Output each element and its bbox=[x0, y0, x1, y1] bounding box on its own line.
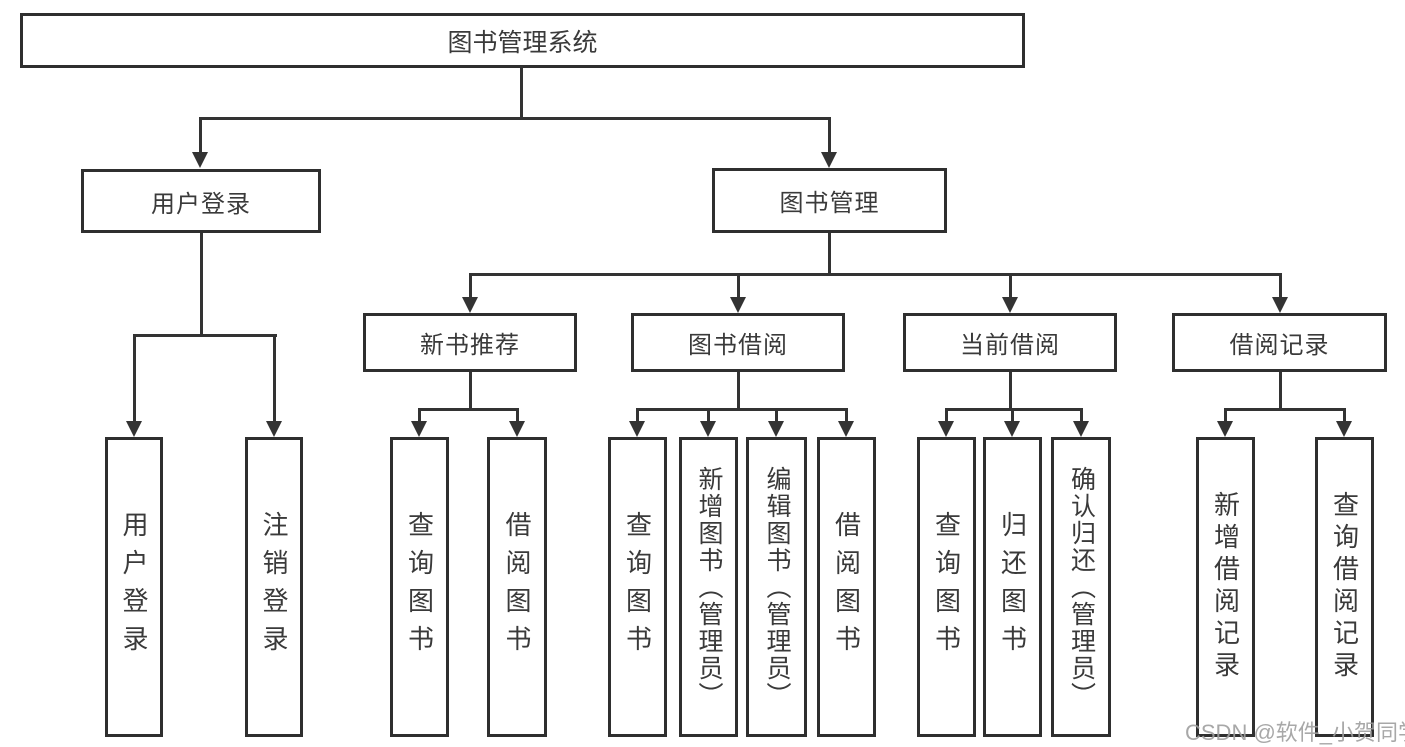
connector-line bbox=[1009, 372, 1012, 411]
connector-line bbox=[273, 334, 276, 423]
node-label: 新书推荐 bbox=[420, 332, 520, 359]
node-label: 查询图书 bbox=[931, 511, 962, 663]
arrowhead-down-icon bbox=[938, 421, 954, 437]
node-query-books-current: 查询图书 bbox=[917, 437, 976, 737]
connector-line bbox=[828, 117, 831, 154]
node-label: 图书借阅 bbox=[688, 332, 788, 359]
connector-line bbox=[133, 334, 136, 423]
connector-line bbox=[945, 408, 948, 423]
connector-line bbox=[775, 408, 778, 423]
node-return-books: 归还图书 bbox=[983, 437, 1042, 737]
node-label: 编辑图书（管理员） bbox=[763, 465, 791, 709]
arrowhead-down-icon bbox=[1272, 297, 1288, 313]
arrowhead-down-icon bbox=[126, 421, 142, 437]
connector-line bbox=[636, 408, 848, 411]
connector-line bbox=[199, 117, 202, 154]
arrowhead-down-icon bbox=[411, 421, 427, 437]
connector-line bbox=[737, 273, 740, 299]
node-label: 借阅记录 bbox=[1229, 332, 1330, 359]
node-book-borrowing: 图书借阅 bbox=[631, 313, 845, 372]
node-label: 借阅图书 bbox=[831, 511, 862, 663]
node-add-borrow-record: 新增借阅记录 bbox=[1196, 437, 1255, 737]
node-query-books-borrowing: 查询图书 bbox=[608, 437, 667, 737]
node-logout: 注销登录 bbox=[245, 437, 303, 737]
node-label: 新增借阅记录 bbox=[1210, 491, 1241, 683]
arrowhead-down-icon bbox=[768, 421, 784, 437]
node-query-borrow-record: 查询借阅记录 bbox=[1315, 437, 1374, 737]
arrowhead-down-icon bbox=[629, 421, 645, 437]
node-confirm-return-admin: 确认归还（管理员） bbox=[1051, 437, 1111, 737]
node-new-book-recommend: 新书推荐 bbox=[363, 313, 577, 372]
csdn-watermark: CSDN @软件_小贺同学 bbox=[1185, 720, 1405, 745]
node-label: 图书管理 bbox=[779, 190, 880, 217]
arrowhead-down-icon bbox=[1004, 421, 1020, 437]
connector-line bbox=[200, 233, 203, 337]
node-edit-book-admin: 编辑图书（管理员） bbox=[746, 437, 807, 737]
connector-line bbox=[199, 117, 831, 120]
arrowhead-down-icon bbox=[821, 152, 837, 168]
connector-line bbox=[520, 66, 523, 119]
connector-line bbox=[1224, 408, 1227, 423]
connector-line bbox=[707, 408, 710, 423]
arrowhead-down-icon bbox=[730, 297, 746, 313]
arrowhead-down-icon bbox=[700, 421, 716, 437]
node-add-book-admin: 新增图书（管理员） bbox=[679, 437, 738, 737]
node-current-borrowing: 当前借阅 bbox=[903, 313, 1117, 372]
node-label: 用户登录 bbox=[151, 190, 251, 218]
arrowhead-down-icon bbox=[509, 421, 525, 437]
node-label: 查询图书 bbox=[404, 511, 435, 663]
connector-line bbox=[1279, 273, 1282, 299]
connector-line bbox=[737, 372, 740, 411]
connector-line bbox=[1279, 372, 1282, 411]
arrowhead-down-icon bbox=[462, 297, 478, 313]
arrowhead-down-icon bbox=[192, 152, 208, 168]
node-book-management: 图书管理 bbox=[712, 168, 947, 233]
connector-line bbox=[945, 408, 1083, 411]
node-label: 当前借阅 bbox=[960, 332, 1060, 359]
node-label: 查询借阅记录 bbox=[1329, 491, 1360, 683]
arrowhead-down-icon bbox=[1217, 421, 1233, 437]
node-label: 新增图书（管理员） bbox=[695, 465, 723, 709]
connector-line bbox=[1080, 408, 1083, 423]
connector-line bbox=[418, 408, 519, 411]
connector-line bbox=[1011, 408, 1014, 423]
node-user-login-branch: 用户登录 bbox=[81, 169, 321, 233]
node-label: 查询图书 bbox=[622, 511, 653, 663]
node-borrow-books-recommend: 借阅图书 bbox=[487, 437, 547, 737]
node-library-management-system: 图书管理系统 bbox=[20, 13, 1025, 68]
arrowhead-down-icon bbox=[1336, 421, 1352, 437]
arrowhead-down-icon bbox=[1002, 297, 1018, 313]
node-user-login-leaf: 用户登录 bbox=[105, 437, 163, 737]
connector-line bbox=[469, 273, 472, 299]
connector-line bbox=[469, 273, 1282, 276]
node-label: 用户登录 bbox=[119, 511, 149, 663]
arrowhead-down-icon bbox=[266, 421, 282, 437]
node-borrow-books: 借阅图书 bbox=[817, 437, 876, 737]
arrowhead-down-icon bbox=[838, 421, 854, 437]
connector-line bbox=[133, 334, 277, 337]
node-label: 图书管理系统 bbox=[447, 28, 598, 57]
connector-line bbox=[418, 408, 421, 423]
node-label: 借阅图书 bbox=[502, 511, 532, 663]
arrowhead-down-icon bbox=[1073, 421, 1089, 437]
connector-line bbox=[1009, 273, 1012, 299]
node-label: 确认归还（管理员） bbox=[1067, 465, 1096, 709]
node-label: 归还图书 bbox=[997, 511, 1028, 663]
connector-line bbox=[1224, 408, 1346, 411]
node-borrowing-records: 借阅记录 bbox=[1172, 313, 1387, 372]
connector-line bbox=[469, 372, 472, 411]
connector-line bbox=[828, 233, 831, 276]
connector-line bbox=[516, 408, 519, 423]
connector-line bbox=[636, 408, 639, 423]
node-query-books-recommend: 查询图书 bbox=[390, 437, 449, 737]
connector-line bbox=[845, 408, 848, 423]
node-label: 注销登录 bbox=[259, 511, 289, 663]
connector-line bbox=[1343, 408, 1346, 423]
